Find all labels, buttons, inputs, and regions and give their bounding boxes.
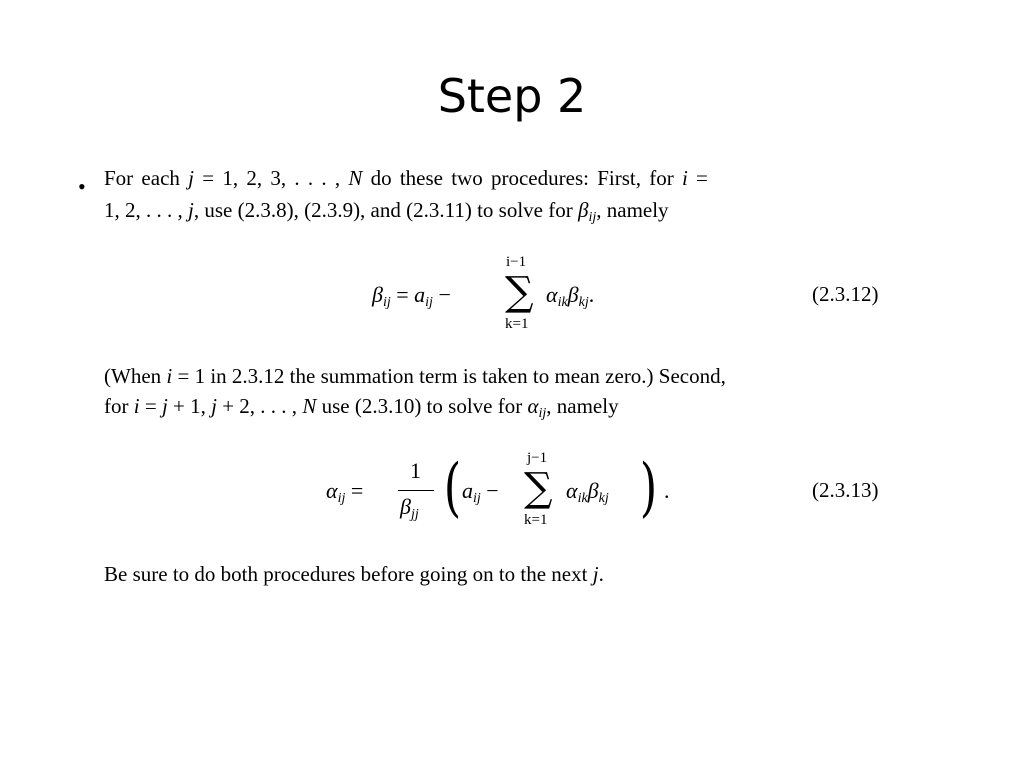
eq2-sum-upper: j−1 xyxy=(527,450,548,466)
eq1-rhs: αikβkj. xyxy=(546,282,594,311)
var-beta: β xyxy=(578,198,589,222)
subscript: ik xyxy=(577,491,588,506)
var-j: j xyxy=(188,166,194,190)
text: use (2.3.10) to solve for xyxy=(316,394,528,418)
eq2-rhs: αikβkj xyxy=(566,478,609,507)
var-i: i xyxy=(681,166,688,190)
subscript: jj xyxy=(410,507,419,522)
var-alpha: α xyxy=(326,478,338,503)
slide-title: Step 2 xyxy=(437,69,587,123)
subscript: ij xyxy=(538,406,547,421)
subscript: ik xyxy=(557,295,568,310)
var-beta: β xyxy=(372,282,383,307)
text: = 1, 2, 3, . . . , xyxy=(193,166,349,190)
eq2-left-paren: ( xyxy=(443,451,462,525)
eq2-fraction-denominator: βjj xyxy=(400,494,419,523)
para2-line2: for i = j + 1, j + 2, . . . , N use (2.3… xyxy=(104,392,619,428)
subscript: kj xyxy=(598,491,609,506)
text: , namely xyxy=(596,198,669,222)
text: , use (2.3.8), (2.3.9), and (2.3.11) to … xyxy=(193,198,578,222)
eq1-number: (2.3.12) xyxy=(812,282,879,306)
var-a: a xyxy=(462,478,473,503)
eq2-sum-sign: ∑ xyxy=(524,465,553,511)
eq2-fraction-bar xyxy=(398,490,434,491)
text: do these two procedures: First, for xyxy=(362,166,682,190)
para1-line2: 1, 2, . . . , j, use (2.3.8), (2.3.9), a… xyxy=(104,196,669,232)
eq1-sum-upper: i−1 xyxy=(506,254,527,270)
var-beta: β xyxy=(587,478,599,503)
var-j: j xyxy=(592,562,599,586)
eq2-period: . xyxy=(664,478,670,503)
equals: = xyxy=(345,478,364,503)
var-j: j xyxy=(188,198,194,222)
bullet-marker: • xyxy=(78,174,86,199)
text: , namely xyxy=(546,394,619,418)
var-N: N xyxy=(348,166,363,190)
var-i: i xyxy=(133,394,140,418)
text: Be sure to do both procedures before goi… xyxy=(104,562,593,586)
var-beta: β xyxy=(400,494,411,519)
para1-line1: For each j = 1, 2, 3, . . . , N do these… xyxy=(104,164,708,192)
para3: Be sure to do both procedures before goi… xyxy=(104,560,604,588)
var-i: i xyxy=(166,364,173,388)
var-a: a xyxy=(414,282,426,307)
subscript: ij xyxy=(382,295,391,310)
eq1-lhs: βij = aij − xyxy=(372,282,451,311)
period: . xyxy=(588,282,595,307)
text: (When xyxy=(104,364,167,388)
text: = xyxy=(687,166,708,190)
var-j: j xyxy=(211,394,217,418)
text: + 1, xyxy=(167,394,212,418)
text: = xyxy=(139,394,162,418)
var-alpha: α xyxy=(527,394,539,418)
text: . xyxy=(598,562,604,586)
text: = 1 in 2.3.12 the summation term is take… xyxy=(172,364,726,388)
subscript: kj xyxy=(578,295,589,310)
minus: − xyxy=(432,282,451,307)
eq1-sum-sign: ∑ xyxy=(505,269,534,315)
subscript: ij xyxy=(588,210,597,225)
eq2-fraction-numerator: 1 xyxy=(410,458,421,483)
subscript: ij xyxy=(425,295,433,310)
text: for xyxy=(104,394,134,418)
text: 1, 2, . . . , xyxy=(104,198,188,222)
text: For each xyxy=(104,166,189,190)
var-j: j xyxy=(161,394,168,418)
eq2-right-paren: ) xyxy=(639,451,658,525)
subscript: ij xyxy=(473,491,481,506)
subscript: ij xyxy=(337,491,346,506)
var-alpha: α xyxy=(566,478,578,503)
minus: − xyxy=(480,478,499,503)
text: + 2, . . . , xyxy=(216,394,303,418)
eq2-number: (2.3.13) xyxy=(812,478,879,502)
para2-line1: (When i = 1 in 2.3.12 the summation term… xyxy=(104,362,726,390)
equals: = xyxy=(390,282,415,307)
var-N: N xyxy=(302,394,317,418)
eq2-a-term: aij − xyxy=(462,478,499,507)
var-beta: β xyxy=(567,282,579,307)
var-alpha: α xyxy=(546,282,558,307)
eq2-lhs: αij = xyxy=(326,478,363,507)
eq2-sum-lower: k=1 xyxy=(524,512,548,528)
eq1-sum-lower: k=1 xyxy=(505,316,529,332)
